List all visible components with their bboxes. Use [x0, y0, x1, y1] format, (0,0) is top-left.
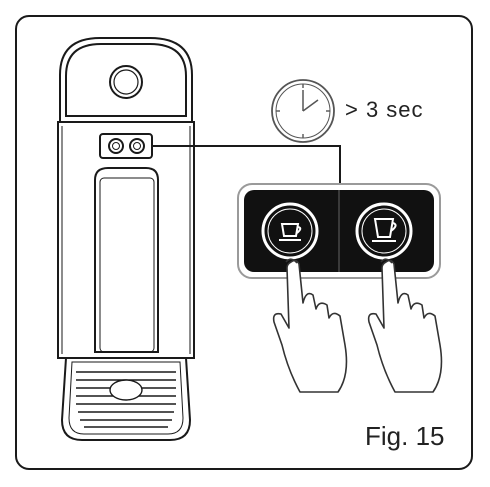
machine-top-inner: [65, 43, 187, 117]
figure-caption: Fig. 15: [365, 421, 445, 451]
clock-icon: [271, 79, 335, 143]
machine-front-lever: [94, 167, 159, 353]
machine-button-left: [108, 138, 124, 154]
lungo-button[interactable]: [355, 202, 413, 260]
duration-label: > 3 sec: [345, 97, 424, 122]
pointing-hand-icon: [367, 258, 443, 393]
espresso-cup-icon: [279, 223, 302, 241]
drip-tray-center: [109, 379, 143, 401]
machine-body: [57, 121, 195, 359]
drip-tray-grid: [76, 371, 176, 428]
espresso-button[interactable]: [261, 202, 319, 260]
machine-top: [59, 37, 193, 123]
callout-line: [152, 145, 341, 185]
machine-button-right: [129, 138, 145, 154]
lungo-cup-icon: [372, 218, 397, 242]
machine-top-knob: [109, 65, 143, 99]
pointing-hand-icon: [272, 258, 348, 393]
